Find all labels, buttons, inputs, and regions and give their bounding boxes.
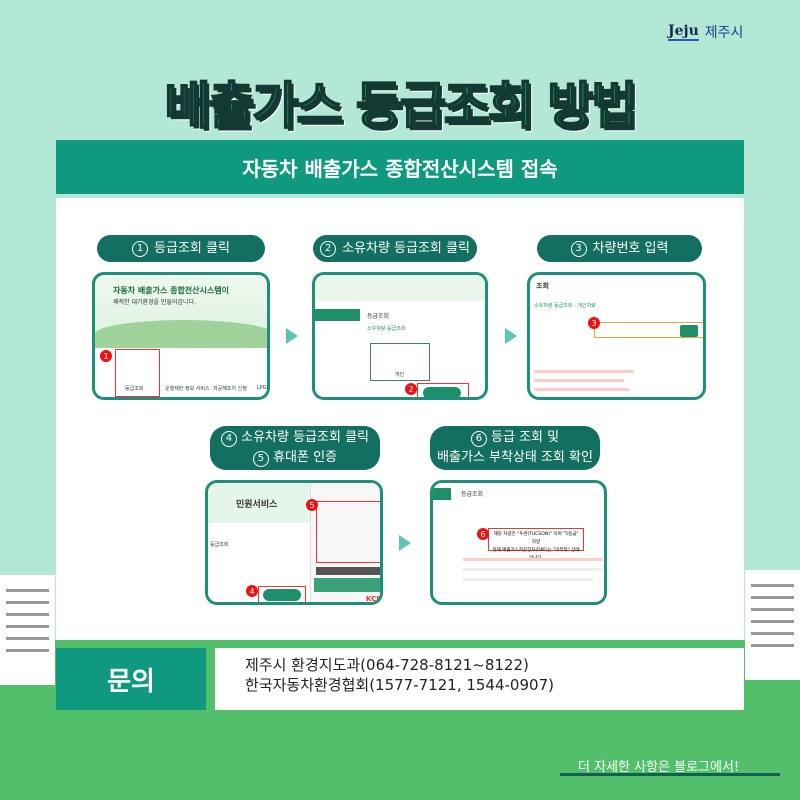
step-label: 소유차량 등급조회 클릭 <box>241 430 369 446</box>
step-label: 등급 조회 및 <box>491 430 560 446</box>
blog-link[interactable]: 더 자세한 사항은 블로그에서! <box>578 760 740 775</box>
logo-en: Jeju <box>668 23 699 41</box>
step-label: 소유차량 등급조회 클릭 <box>342 240 470 256</box>
shot-header: 등급조회 <box>461 491 484 498</box>
result-line: 해당 차량은 "투싼(TUCSON)" 이며 "5등급" 차량 <box>493 532 579 545</box>
shot-sub: 쾌적한 대기환경을 만들어갑니다. <box>113 299 197 306</box>
step-number: 1 <box>132 240 149 257</box>
shot-section: 등급조회 <box>210 542 229 548</box>
step-number: 2 <box>320 240 337 257</box>
contact-label: 문의 <box>56 648 206 710</box>
shot-header: 등급조회 <box>367 313 390 320</box>
screenshot-step-3: 조회 소유차량 등급조회 - 개인차량 3 <box>527 272 706 400</box>
screenshot-step-2: 등급조회 소유차량 등급조회 개인 2 <box>312 272 488 400</box>
step-number: 5 <box>252 450 269 467</box>
arrow-right-icon <box>286 328 298 344</box>
menu-item: 등급조회 <box>125 386 144 392</box>
building-decoration <box>745 570 800 680</box>
step-number: 6 <box>470 431 487 448</box>
section-banner: 자동차 배출가스 종합전산시스템 접속 <box>56 140 744 194</box>
step-2-pill: 2 소유차량 등급조회 클릭 <box>313 235 477 262</box>
menu-item: 운행제한 정보 서비스 <box>165 386 210 392</box>
page-title: 배출가스 등급조회 방법 <box>164 76 639 136</box>
shot-section: 소유차량 등급조회 <box>367 326 406 332</box>
step-6-pill: 6 등급 조회 및 배출가스 부착상태 조회 확인 <box>430 426 600 470</box>
shot-header: 민원서비스 <box>236 500 278 510</box>
step-label: 휴대폰 인증 <box>273 450 338 465</box>
shot-section: 소유차량 등급조회 - 개인차량 <box>534 303 596 309</box>
step-label: 차량번호 입력 <box>592 240 669 256</box>
card-label: 개인 <box>395 372 405 378</box>
kcb-logo: KCB <box>366 595 382 603</box>
menu-item: 저공해조치 신청 <box>213 386 247 392</box>
step-number: 3 <box>570 240 587 257</box>
menu-item: LPG <box>257 385 267 391</box>
step-1-pill: 1 등급조회 클릭 <box>97 235 265 262</box>
arrow-right-icon <box>505 328 517 344</box>
step-4-5-pill: 4 소유차량 등급조회 클릭 5 휴대폰 인증 <box>210 426 380 470</box>
shot-header: 조회 <box>536 282 549 290</box>
step-3-pill: 3 차량번호 입력 <box>537 235 702 262</box>
step-number: 4 <box>220 431 237 447</box>
step-label: 등급조회 클릭 <box>154 240 230 256</box>
screenshot-step-4-5: 민원서비스 등급조회 5 KCB 4 <box>205 480 383 605</box>
contact-line: 제주시 환경지도과(064-728-8121~8122) <box>245 656 529 674</box>
building-decoration <box>0 575 55 685</box>
blog-link-underline-arrow <box>560 773 780 776</box>
screenshot-step-1: 자동차 배출가스 종합전산시스템이 쾌적한 대기환경을 만들어갑니다. 1 등급… <box>92 272 270 400</box>
step-label: 배출가스 부착상태 조회 확인 <box>437 450 593 466</box>
jeju-logo: Jeju 제주시 <box>668 22 743 42</box>
steps-panel <box>56 198 744 640</box>
logo-ko: 제주시 <box>704 25 744 41</box>
screenshot-step-6: 등급조회 해당 차량은 "투싼(TUCSON)" 이며 "5등급" 차량 현재 … <box>430 480 607 605</box>
contact-line: 한국자동차환경협회(1577-7121, 1544-0907) <box>245 675 554 694</box>
contact-info: 제주시 환경지도과(064-728-8121~8122) 한국자동차환경협회(1… <box>215 648 744 710</box>
arrow-right-icon <box>399 535 411 551</box>
shot-headline: 자동차 배출가스 종합전산시스템이 <box>113 286 229 295</box>
